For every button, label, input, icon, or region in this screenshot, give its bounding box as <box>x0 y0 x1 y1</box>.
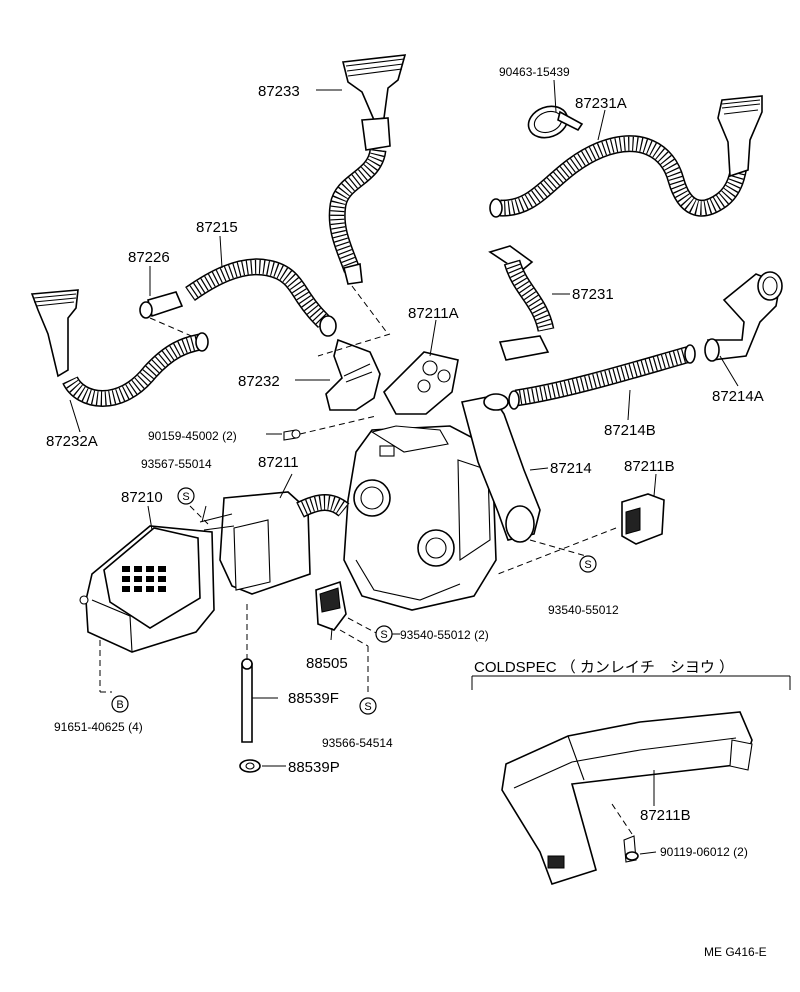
label-93540-55012-right: 93540-55012 <box>548 603 619 617</box>
part-87211B-top <box>621 493 665 545</box>
svg-text:S: S <box>584 559 591 571</box>
symbol-s-93540-mid: S <box>375 625 393 643</box>
case-87210-grille <box>122 566 166 592</box>
dash-87226 <box>149 317 197 339</box>
screw-90119 <box>623 835 639 863</box>
duct-87214 <box>461 393 541 543</box>
bracket-87211A <box>383 351 459 415</box>
label-93567-55014: 93567-55014 <box>141 457 212 471</box>
dash-90119 <box>611 803 633 835</box>
svg-text:B: B <box>116 699 123 711</box>
label-93566-54514: 93566-54514 <box>322 736 393 750</box>
motor-88505 <box>315 580 347 631</box>
label-87210: 87210 <box>121 489 163 506</box>
diagram-code: ME G416-E <box>704 945 767 959</box>
symbol-s-93566: S <box>359 697 377 715</box>
connector-87226 <box>139 291 184 319</box>
label-87214B: 87214B <box>604 422 656 439</box>
label-90463-15439: 90463-15439 <box>499 65 570 79</box>
duct-87232 <box>325 338 381 411</box>
hose-87231 <box>488 245 555 361</box>
dash-90159 <box>299 415 377 435</box>
dash-93540-right <box>529 539 587 557</box>
label-87226: 87226 <box>128 249 170 266</box>
label-88539F: 88539F <box>288 690 339 707</box>
label-87214: 87214 <box>550 460 592 477</box>
svg-text:S: S <box>364 701 371 713</box>
label-87231: 87231 <box>572 286 614 303</box>
label-87211: 87211 <box>258 454 299 471</box>
label-87232: 87232 <box>238 373 280 390</box>
duct-87233 <box>328 54 407 285</box>
dashed-guides <box>99 505 379 694</box>
label-87211B-top: 87211B <box>624 458 675 475</box>
dash-87232 <box>317 333 391 357</box>
label-87231A: 87231A <box>575 95 627 112</box>
duct-87232A <box>30 289 209 407</box>
svg-text:S: S <box>182 491 189 503</box>
duct-87214A <box>704 271 783 362</box>
label-87211A: 87211A <box>408 305 459 322</box>
part-87211B-bottom <box>501 711 753 885</box>
screw-90159 <box>283 429 301 441</box>
label-87214A: 87214A <box>712 388 764 405</box>
hose-87214B <box>508 344 696 410</box>
label-87233: 87233 <box>258 83 300 100</box>
dash-87211B <box>497 527 617 575</box>
case-87210 <box>79 525 215 653</box>
dash-87233 <box>351 285 389 335</box>
label-90119-06012: 90119-06012 (2) <box>660 845 748 859</box>
hose-87231A <box>489 95 763 218</box>
symbol-b-91651: B <box>111 695 129 713</box>
label-88539P: 88539P <box>288 759 340 776</box>
label-coldspec: COLDSPEC （ カンレイチ シヨウ ） <box>474 659 734 676</box>
label-87211B-bottom: 87211B <box>640 807 691 824</box>
band-88539F <box>241 658 253 743</box>
hose-87215 <box>185 258 337 337</box>
leader-lines <box>69 79 791 855</box>
label-87232A: 87232A <box>46 433 98 450</box>
labels: 87233 90463-15439 87231A 87215 87226 872… <box>46 65 767 959</box>
label-93540-55012-mid: 93540-55012 (2) <box>400 628 489 642</box>
case-87211 <box>199 491 350 595</box>
blower-housing <box>343 425 497 611</box>
label-87215: 87215 <box>196 219 238 236</box>
clamp-90463 <box>527 105 584 139</box>
label-91651-40625: 91651-40625 (4) <box>54 720 143 734</box>
nut-88539P <box>239 759 261 773</box>
svg-text:S: S <box>380 629 387 641</box>
label-90159-45002: 90159-45002 (2) <box>148 429 237 443</box>
label-88505: 88505 <box>306 655 348 672</box>
symbol-s-93567: S <box>177 487 195 505</box>
symbol-s-93540-right: S <box>579 555 597 573</box>
